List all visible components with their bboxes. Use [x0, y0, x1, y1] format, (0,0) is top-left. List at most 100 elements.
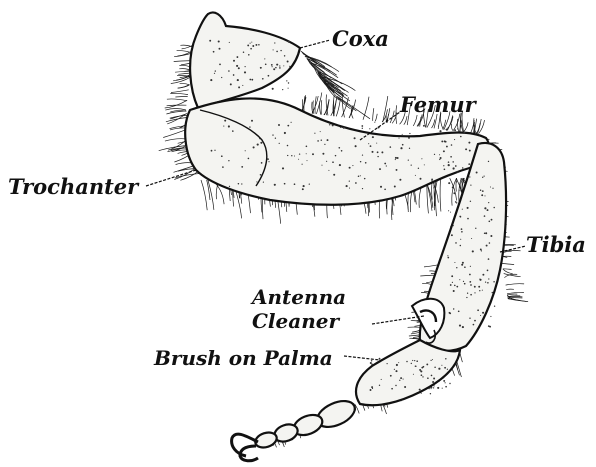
- stipple-dot: [404, 386, 406, 388]
- stipple-dot: [287, 61, 289, 63]
- stipple-dot: [377, 151, 379, 153]
- stipple-dot: [441, 140, 443, 142]
- leg-hair: [456, 178, 457, 191]
- stipple-dot: [245, 150, 246, 151]
- stipple-dot: [374, 122, 375, 123]
- stipple-dot: [453, 225, 454, 226]
- stipple-dot: [448, 161, 450, 163]
- leg-hair: [404, 116, 407, 125]
- leg-hair: [321, 100, 322, 114]
- stipple-dot: [398, 362, 399, 363]
- stipple-dot: [431, 180, 432, 181]
- stipple-dot: [409, 148, 410, 149]
- stipple-dot: [249, 79, 251, 81]
- stipple-dot: [482, 312, 484, 314]
- stipple-dot: [390, 375, 392, 377]
- stipple-dot: [250, 48, 252, 50]
- stipple-dot: [229, 186, 230, 187]
- stipple-dot: [466, 297, 467, 298]
- leg-hair: [338, 98, 356, 111]
- stipple-dot: [477, 309, 479, 311]
- stipple-dot: [438, 126, 439, 127]
- stipple-dot: [476, 172, 478, 174]
- stipple-dot: [423, 125, 425, 127]
- stipple-dot: [459, 325, 461, 327]
- stipple-dot: [219, 64, 221, 66]
- leg-hair: [201, 180, 207, 210]
- stipple-dot: [453, 290, 455, 292]
- stipple-dot: [430, 387, 431, 388]
- stipple-dot: [257, 144, 259, 146]
- stipple-dot: [379, 385, 380, 386]
- stipple-dot: [453, 308, 454, 309]
- stipple-dot: [437, 387, 439, 389]
- stipple-dot: [273, 68, 275, 70]
- stipple-dot: [433, 185, 434, 186]
- stipple-dot: [484, 176, 485, 177]
- stipple-dot: [460, 239, 461, 240]
- stipple-dot: [444, 367, 446, 369]
- stipple-dot: [280, 50, 281, 51]
- stipple-dot: [431, 375, 433, 377]
- stipple-dot: [276, 64, 278, 66]
- leg-hair: [336, 99, 340, 117]
- stipple-dot: [306, 160, 307, 161]
- stipple-dot: [412, 360, 413, 361]
- stipple-dot: [489, 326, 491, 328]
- stipple-dot: [465, 148, 467, 150]
- stipple-dot: [463, 281, 464, 282]
- stipple-dot: [284, 55, 285, 56]
- stipple-dot: [291, 155, 292, 156]
- stipple-dot: [488, 202, 489, 203]
- leg-hair: [320, 101, 321, 114]
- stipple-dot: [441, 365, 442, 366]
- antenna-label: Antenna: [250, 285, 346, 309]
- stipple-dot: [408, 159, 409, 160]
- stipple-dot: [358, 176, 360, 178]
- stipple-dot: [409, 133, 410, 134]
- stipple-dot: [306, 153, 307, 154]
- stipple-dot: [464, 266, 466, 268]
- coxa-segment: [190, 13, 300, 109]
- stipple-dot: [288, 41, 290, 43]
- stipple-dot: [427, 377, 429, 379]
- leg-hair: [373, 108, 374, 121]
- stipple-dot: [482, 177, 483, 178]
- coxa-label: Coxa: [332, 26, 389, 51]
- stipple-dot: [432, 359, 433, 360]
- stipple-dot: [469, 317, 470, 318]
- stipple-dot: [493, 281, 495, 283]
- stipple-dot: [232, 130, 234, 132]
- stipple-dot: [485, 232, 487, 234]
- stipple-dot: [228, 70, 230, 72]
- stipple-dot: [474, 286, 476, 288]
- stipple-dot: [453, 167, 455, 169]
- leg-hair: [171, 77, 191, 83]
- stipple-dot: [400, 147, 402, 149]
- stipple-dot: [423, 366, 425, 368]
- stipple-dot: [464, 283, 466, 285]
- stipple-dot: [284, 183, 286, 185]
- leg-hair: [175, 97, 187, 98]
- stipple-dot: [484, 195, 485, 196]
- trochanter-leader-line: [146, 170, 196, 186]
- stipple-dot: [262, 78, 264, 80]
- stipple-dot: [468, 163, 470, 165]
- stipple-dot: [258, 44, 260, 46]
- stipple-dot: [376, 143, 377, 144]
- stipple-dot: [451, 144, 453, 146]
- stipple-dot: [219, 48, 221, 50]
- stipple-dot: [371, 360, 373, 362]
- stipple-dot: [411, 363, 412, 364]
- stipple-dot: [455, 242, 457, 244]
- stipple-dot: [241, 166, 243, 168]
- stipple-dot: [341, 150, 343, 152]
- stipple-dot: [222, 166, 224, 168]
- stipple-dot: [415, 175, 416, 176]
- stipple-dot: [391, 388, 393, 390]
- stipple-dot: [230, 83, 232, 85]
- stipple-dot: [221, 155, 223, 157]
- stipple-dot: [445, 141, 447, 143]
- stipple-dot: [349, 181, 350, 182]
- leg-hair: [166, 111, 186, 114]
